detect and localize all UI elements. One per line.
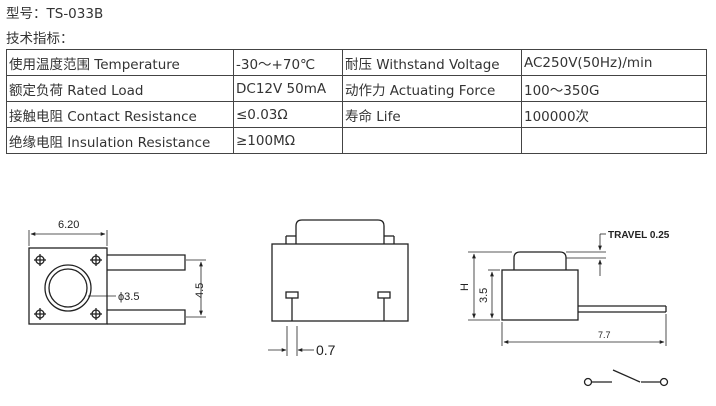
length-dimension: 7.7 — [598, 330, 611, 340]
width-dimension: 6.20 — [58, 219, 79, 231]
button-outer-circle — [44, 264, 92, 312]
spec-cell: 额定负荷 Rated Load — [6, 75, 234, 102]
table-row: 使用温度范围 Temperature -30～+70℃ 耐压 Withstand… — [6, 49, 707, 76]
h-label: H — [459, 283, 471, 291]
diameter-dimension: ϕ3.5 — [118, 291, 139, 303]
button-inner-circle — [48, 268, 88, 308]
pin — [285, 291, 299, 321]
spec-cell: 耐压 Withstand Voltage — [342, 49, 522, 76]
table-row: 绝缘电阻 Insulation Resistance ≥100MΩ — [6, 127, 707, 154]
spec-cell: ≤0.03Ω — [233, 101, 343, 128]
spec-cell: 绝缘电阻 Insulation Resistance — [6, 127, 234, 154]
spec-cell: 100～350G — [521, 75, 707, 102]
mount-hole — [34, 308, 46, 320]
spec-cell: DC12V 50mA — [233, 75, 343, 102]
spec-cell — [521, 127, 707, 154]
spec-cell: AC250V(50Hz)/min — [521, 49, 707, 76]
model-number: 型号：TS-033B — [6, 6, 104, 22]
table-row: 额定负荷 Rated Load DC12V 50mA 动作力 Actuating… — [6, 75, 707, 102]
mount-hole — [34, 254, 46, 266]
spec-table: 使用温度范围 Temperature -30～+70℃ 耐压 Withstand… — [6, 49, 707, 154]
spec-cell — [342, 127, 522, 154]
switch-symbol — [583, 369, 669, 387]
body-height-dimension: 3.5 — [478, 288, 490, 303]
front-view — [268, 219, 409, 356]
pin-width-dimension: 0.7 — [316, 342, 336, 358]
mount-hole — [90, 254, 102, 266]
spec-cell: 使用温度范围 Temperature — [6, 49, 234, 76]
spec-cell: ≥100MΩ — [233, 127, 343, 154]
side-view — [468, 233, 667, 346]
pin — [377, 291, 391, 321]
travel-label: TRAVEL 0.25 — [608, 230, 670, 241]
tech-spec-title: 技术指标： — [6, 31, 74, 47]
spec-cell: 动作力 Actuating Force — [342, 75, 522, 102]
top-view — [28, 230, 206, 325]
spec-cell: 接触电阻 Contact Resistance — [6, 101, 234, 128]
height-dimension: 4.5 — [194, 283, 206, 298]
mount-hole — [90, 308, 102, 320]
